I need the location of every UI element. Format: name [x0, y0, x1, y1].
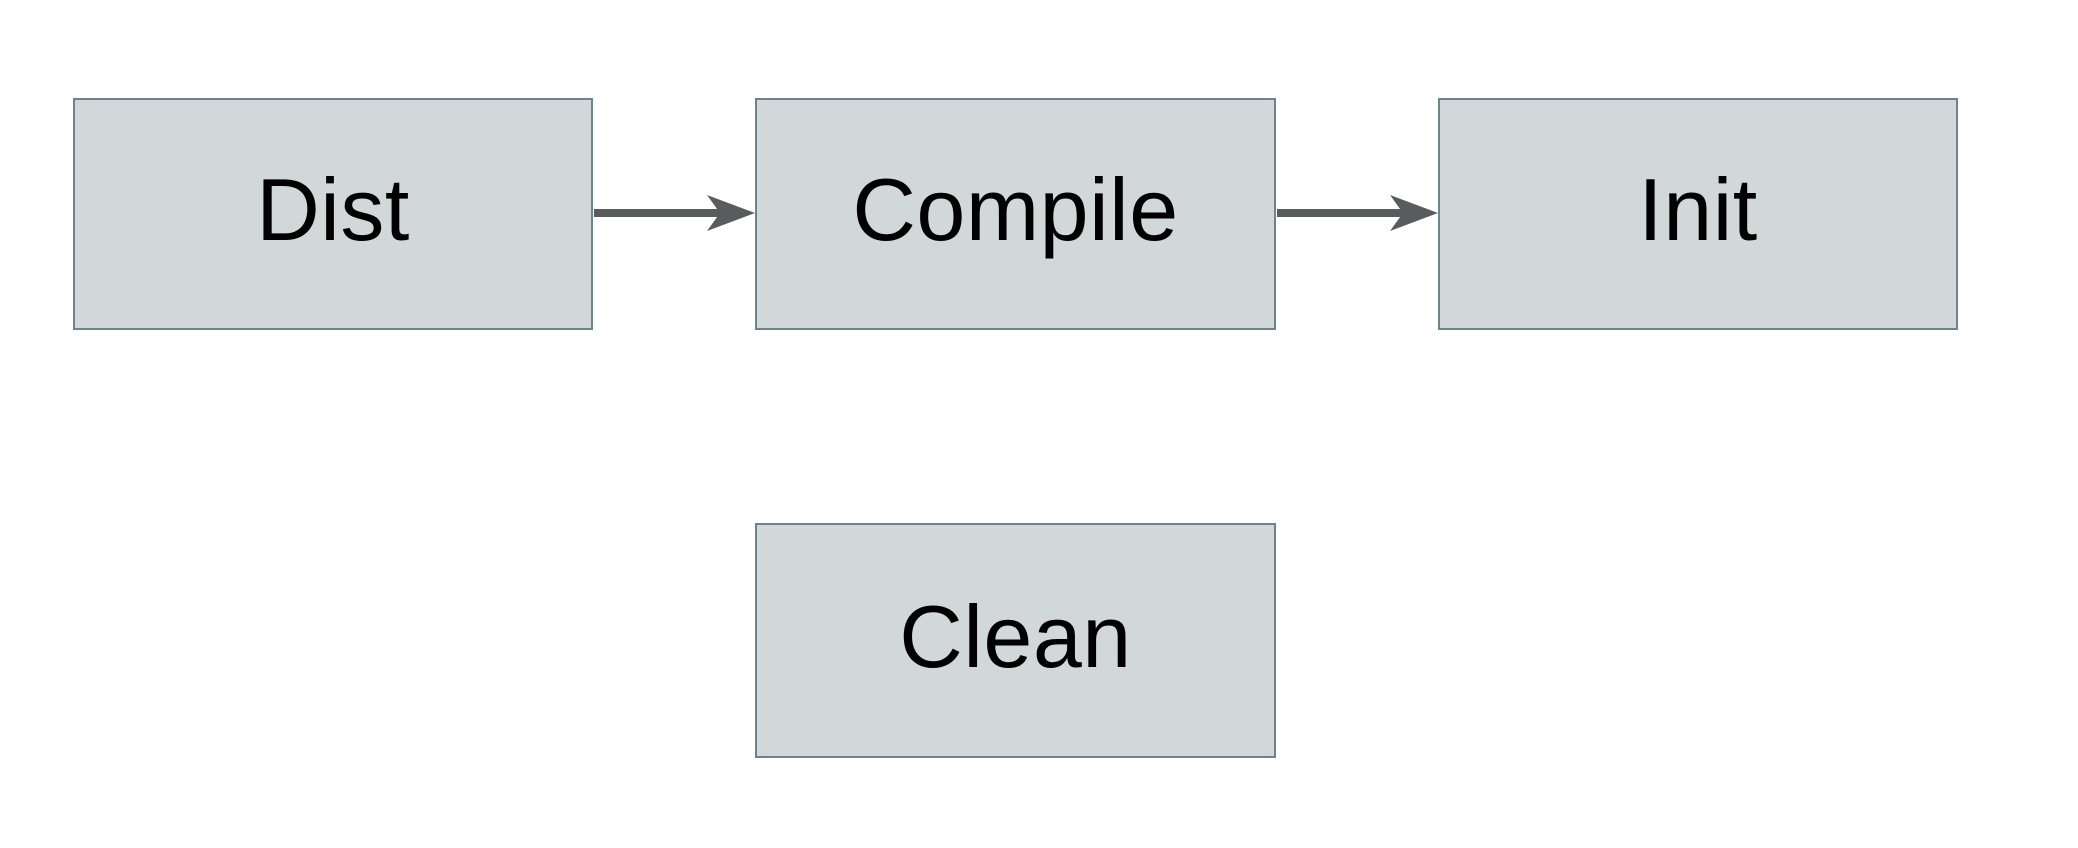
node-clean-label: Clean: [899, 586, 1132, 686]
node-init-label: Init: [1638, 160, 1758, 259]
node-compile[interactable]: Compile: [755, 98, 1276, 330]
node-dist-label: Dist: [256, 160, 410, 259]
arrow-compile-to-init-icon: [1277, 195, 1438, 231]
node-compile-label: Compile: [852, 160, 1179, 259]
arrow-dist-to-compile-icon: [594, 195, 755, 231]
node-clean[interactable]: Clean: [755, 523, 1276, 758]
node-dist[interactable]: Dist: [73, 98, 593, 330]
node-init[interactable]: Init: [1438, 98, 1958, 330]
